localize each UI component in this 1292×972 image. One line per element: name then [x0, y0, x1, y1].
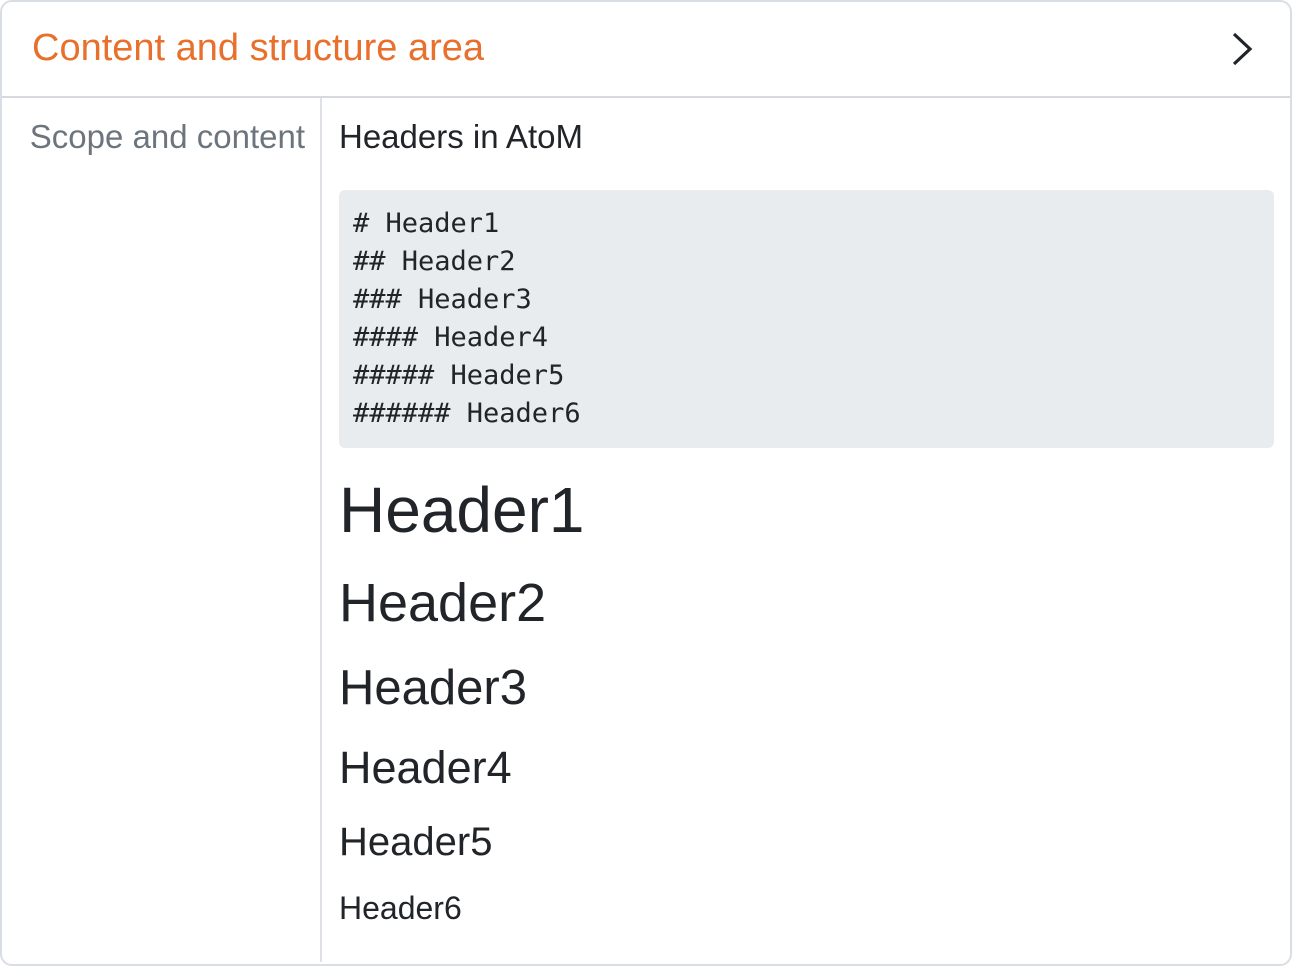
field-label-column: Scope and content: [2, 98, 322, 962]
code-line: ### Header3: [353, 283, 532, 315]
field-value-scope-and-content: Headers in AtoM # Header1 ## Header2 ### H…: [322, 98, 1290, 962]
section-title: Content and structure area: [32, 27, 485, 70]
rendered-header-6: Header6: [339, 889, 462, 926]
field-intro-text: Headers in AtoM: [339, 118, 583, 155]
field-label-scope-and-content: Scope and content: [29, 118, 305, 155]
section-accordion-toggle[interactable]: Content and structure area: [2, 2, 1290, 98]
markdown-code-block: # Header1 ## Header2 ### Header3 #### Heade…: [339, 189, 1274, 448]
code-line: ##### Header5: [353, 359, 565, 391]
code-line: # Header1: [353, 207, 500, 239]
rendered-header-3: Header3: [339, 661, 527, 716]
code-line: ## Header2: [353, 245, 516, 277]
code-line: #### Header4: [353, 321, 549, 353]
rendered-header-5: Header5: [339, 819, 493, 864]
code-line: ###### Header6: [353, 397, 581, 429]
rendered-header-1: Header1: [339, 473, 585, 546]
code-content: # Header1 ## Header2 ### Header3 #### Heade…: [353, 205, 1260, 433]
field-row: Scope and content Headers in AtoM # Head…: [2, 98, 1290, 962]
rendered-header-4: Header4: [339, 741, 512, 793]
chevron-right-icon[interactable]: [1230, 29, 1254, 69]
rendered-markdown: Header1 Header2 Header3 Header4 Header5 …: [339, 472, 1274, 928]
rendered-header-2: Header2: [339, 573, 547, 634]
